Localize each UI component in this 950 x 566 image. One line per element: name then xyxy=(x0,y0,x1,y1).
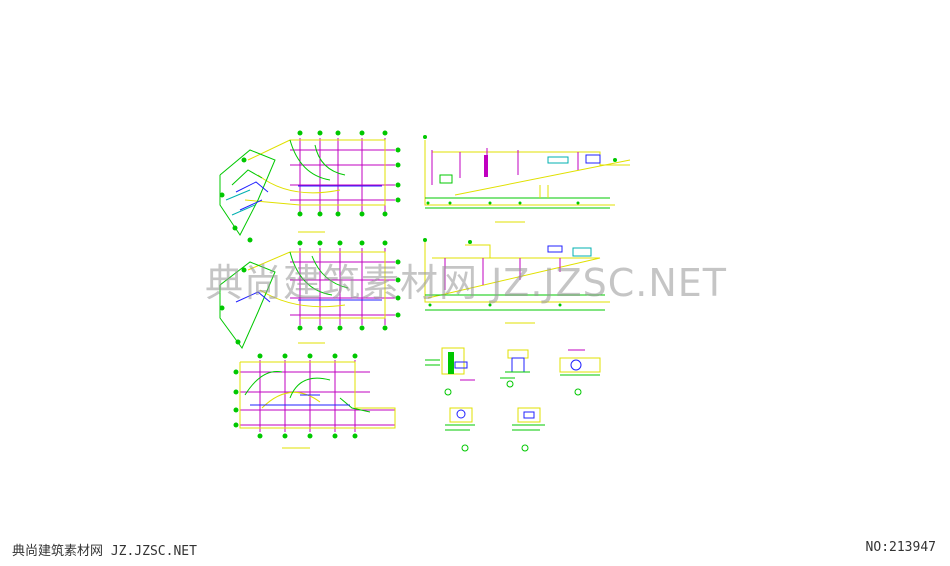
construction-details xyxy=(425,347,601,452)
detail-4 xyxy=(445,407,475,452)
detail-2 xyxy=(500,349,530,388)
watermark-bottom-left: 典尚建筑素材网 JZ.JZSC.NET xyxy=(12,544,197,559)
watermark-center: 典尚建筑素材网 JZ.JZSC.NET xyxy=(205,261,728,305)
section-elevation-1 xyxy=(423,135,631,223)
detail-5 xyxy=(512,407,545,452)
floor-plan-2 xyxy=(219,240,401,349)
floor-plan-1 xyxy=(219,130,401,243)
watermark-bottom-right: NO:213947 xyxy=(865,540,936,555)
detail-1 xyxy=(425,347,475,396)
floor-plan-3 xyxy=(233,353,396,449)
detail-3 xyxy=(559,349,601,396)
section-elevation-2 xyxy=(423,238,610,324)
